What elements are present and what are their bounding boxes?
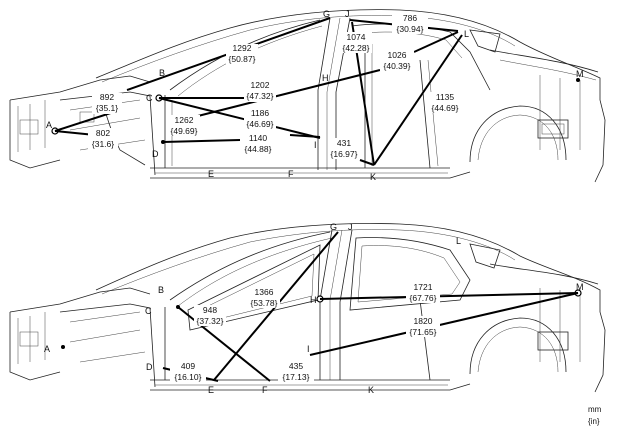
dim-1186-mm: 1186 xyxy=(251,108,270,118)
bottom-point-h: H xyxy=(310,295,317,305)
dim-1026-in: {40.39} xyxy=(384,61,411,71)
dim-786-in: {30.94} xyxy=(397,24,424,34)
dim-435-mm: 435 xyxy=(289,361,303,371)
dim-409-mm: 409 xyxy=(181,361,195,371)
bottom-point-i: I xyxy=(307,344,310,354)
bottom-point-a: A xyxy=(44,344,50,354)
line-1721 xyxy=(319,292,579,300)
bottom-point-m: M xyxy=(576,282,584,292)
dim-431-in: {16.97} xyxy=(331,149,358,159)
top-point-a: A xyxy=(46,120,52,130)
dim-431-mm: 431 xyxy=(337,138,351,148)
line-1135 xyxy=(373,34,463,166)
dim-1366-in: {53.78} xyxy=(251,298,278,308)
top-point-b: B xyxy=(159,68,165,78)
top-point-i: I xyxy=(314,140,317,150)
top-point-d: D xyxy=(152,149,159,159)
line-948 xyxy=(177,306,271,382)
line-1140-right xyxy=(289,134,321,138)
bottom-dimension-labels: 948 {37.32} 1366 {53.78} 409 {16.10} 435… xyxy=(170,282,440,382)
bottom-point-labels: A B C D E F G H I J K L M xyxy=(44,222,584,395)
dim-1186-in: {46.69} xyxy=(247,119,274,129)
unit-legend: mm {in} xyxy=(588,405,602,426)
dim-1202-in: {47.32} xyxy=(247,91,274,101)
line-435-1820 xyxy=(309,292,579,356)
dim-1135-mm: 1135 xyxy=(436,92,455,102)
top-point-f: F xyxy=(288,169,294,179)
dim-1140-mm: 1140 xyxy=(249,133,268,143)
top-point-m: M xyxy=(576,69,584,79)
unit-mm: mm xyxy=(588,405,602,414)
bottom-point-e: E xyxy=(208,385,214,395)
top-point-m-mark xyxy=(576,78,580,82)
dim-1292-in: {50.87} xyxy=(229,54,256,64)
line-431 xyxy=(359,159,375,166)
dim-435-in: {17.13} xyxy=(283,372,310,382)
bottom-point-g: G xyxy=(330,222,337,232)
dim-1366-mm: 1366 xyxy=(255,287,274,297)
top-point-l: L xyxy=(464,29,469,39)
bottom-point-l: L xyxy=(456,236,461,246)
bottom-point-k: K xyxy=(368,385,374,395)
top-point-e: E xyxy=(208,169,214,179)
dim-1026-mm: 1026 xyxy=(388,50,407,60)
dim-1262-mm: 1262 xyxy=(175,115,194,125)
bottom-point-b: B xyxy=(158,285,164,295)
bottom-point-c: C xyxy=(145,306,152,316)
dim-892-mm: 892 xyxy=(100,92,114,102)
top-point-c: C xyxy=(146,93,153,103)
top-dimension-labels: 1292 {50.87} 892 {35.1} 802 {31.6} 1202 … xyxy=(88,13,462,159)
bottom-point-d: D xyxy=(146,362,153,372)
dim-1262-in: {49.69} xyxy=(171,126,198,136)
dim-948-mm: 948 xyxy=(203,305,217,315)
unit-in: {in} xyxy=(588,417,600,426)
dim-1292-mm: 1292 xyxy=(233,43,252,53)
dim-409-in: {16.10} xyxy=(175,372,202,382)
line-1140-left xyxy=(162,139,241,143)
dim-1202-mm: 1202 xyxy=(251,80,270,90)
bottom-point-a-mark xyxy=(61,345,65,349)
top-point-h: H xyxy=(322,73,329,83)
dim-802-mm: 802 xyxy=(96,128,110,138)
dim-1135-in: {44.69} xyxy=(432,103,459,113)
line-1186 xyxy=(158,97,321,139)
top-point-labels: A B C D E F G H I J K L M xyxy=(46,9,584,182)
line-1262 xyxy=(189,69,381,119)
top-point-k: K xyxy=(370,172,376,182)
dim-1074-mm: 1074 xyxy=(347,32,366,42)
dim-786-mm: 786 xyxy=(403,13,417,23)
dim-1074-in: {42.28} xyxy=(343,43,370,53)
bottom-point-f: F xyxy=(262,385,268,395)
dim-1820-mm: 1820 xyxy=(414,316,433,326)
dim-1721-in: {67.76} xyxy=(410,293,437,303)
dim-1820-in: {71.65} xyxy=(410,327,437,337)
bottom-point-j: J xyxy=(348,222,353,232)
dim-892-in: {35.1} xyxy=(96,103,118,113)
dim-948-in: {37.32} xyxy=(197,316,224,326)
top-point-g: G xyxy=(323,9,330,19)
top-point-j: J xyxy=(345,9,350,19)
line-1026 xyxy=(413,31,459,53)
dim-1721-mm: 1721 xyxy=(414,282,433,292)
dim-1140-in: {44.88} xyxy=(245,144,272,154)
dim-802-in: {31.6} xyxy=(92,139,114,149)
